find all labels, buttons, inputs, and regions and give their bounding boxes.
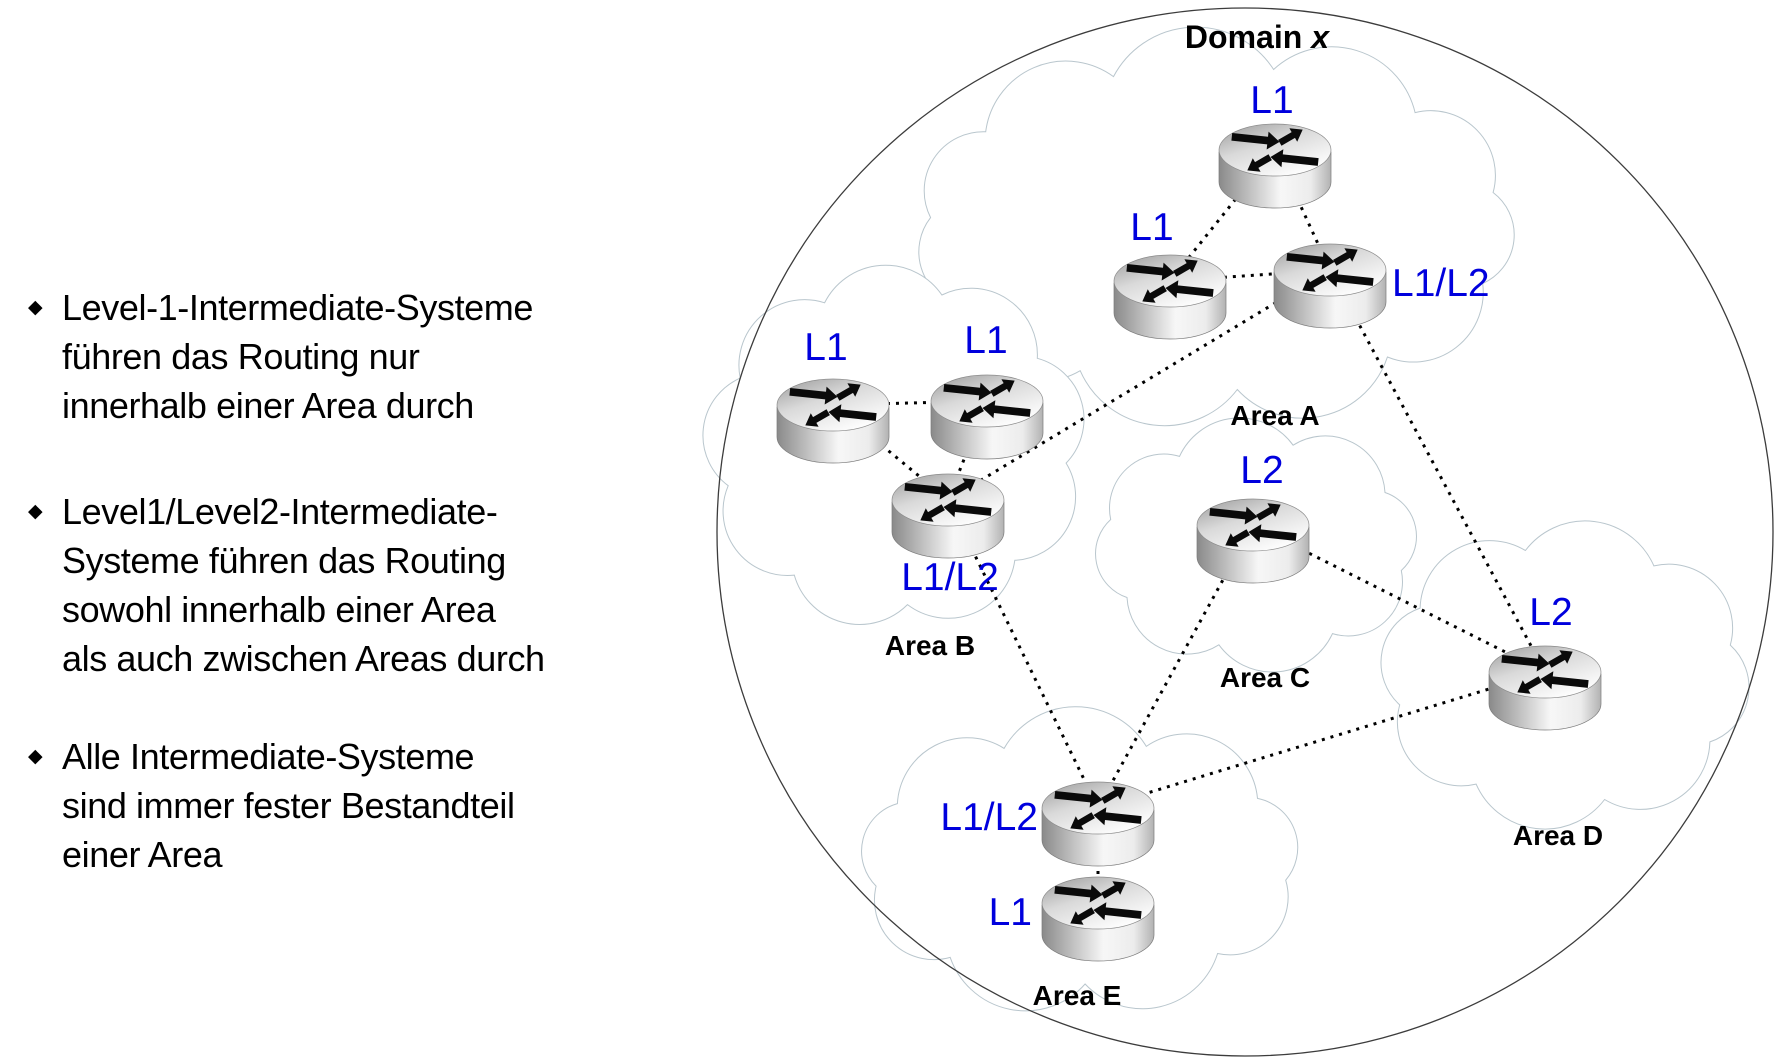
router-icon-d1 [1488, 644, 1602, 731]
domain-boundary [716, 7, 1774, 1057]
router-icon-e2 [1041, 875, 1155, 962]
link-a3-d1 [1328, 269, 1547, 673]
router-label-b1: L1 [804, 326, 847, 369]
bullet-diamond-icon: ◆ [28, 297, 43, 318]
link-e1-d1 [1097, 670, 1546, 810]
domain-title-variable: x [1309, 19, 1330, 55]
bullet-item-3: ◆ Alle Intermediate-Systeme sind immer f… [28, 732, 708, 879]
bullet-item-2: ◆ Level1/Level2-Intermediate- Systeme fü… [28, 487, 708, 683]
router-label-e2: L1 [989, 891, 1032, 934]
router-icon-b3 [891, 472, 1005, 559]
area-label-d: Area D [1513, 820, 1603, 851]
bullet-diamond-icon: ◆ [28, 501, 43, 522]
link-b3-e1 [946, 499, 1100, 809]
router-icon-b2 [930, 373, 1044, 460]
area-label-c: Area C [1220, 662, 1310, 693]
router-label-a2: L1 [1130, 206, 1173, 249]
router-icon-a2 [1113, 253, 1227, 340]
router-label-c1: L2 [1240, 449, 1283, 492]
router-label-e1: L1/L2 [940, 796, 1038, 839]
router-label-b2: L1 [964, 319, 1007, 362]
area-label-b: Area B [885, 630, 975, 661]
router-label-a3: L1/L2 [1392, 262, 1490, 305]
bullet-text-1: Level-1-Intermediate-Systeme führen das … [62, 287, 534, 426]
router-label-a1: L1 [1250, 79, 1293, 122]
router-icon-b1 [776, 377, 890, 464]
bullet-text-2: Level1/Level2-Intermediate- Systeme führ… [62, 491, 545, 679]
domain-title-word: Domain [1185, 19, 1302, 55]
router-icon-a3 [1273, 242, 1387, 329]
link-a3-b3 [947, 268, 1331, 502]
cloud-area-a [918, 26, 1515, 427]
router-label-b3: L1/L2 [901, 556, 999, 599]
area-label-e: Area E [1033, 980, 1122, 1011]
router-icon-c1 [1196, 497, 1310, 584]
bullet-item-1: ◆ Level-1-Intermediate-Systeme führen da… [28, 283, 708, 430]
router-icon-e1 [1041, 780, 1155, 867]
area-label-a: Area A [1230, 400, 1319, 431]
bullet-diamond-icon: ◆ [28, 746, 43, 767]
router-label-d1: L2 [1529, 591, 1572, 634]
bullet-text-3: Alle Intermediate-Systeme sind immer fes… [62, 736, 515, 875]
router-icon-a1 [1218, 122, 1332, 209]
link-b1-b3 [832, 403, 949, 502]
